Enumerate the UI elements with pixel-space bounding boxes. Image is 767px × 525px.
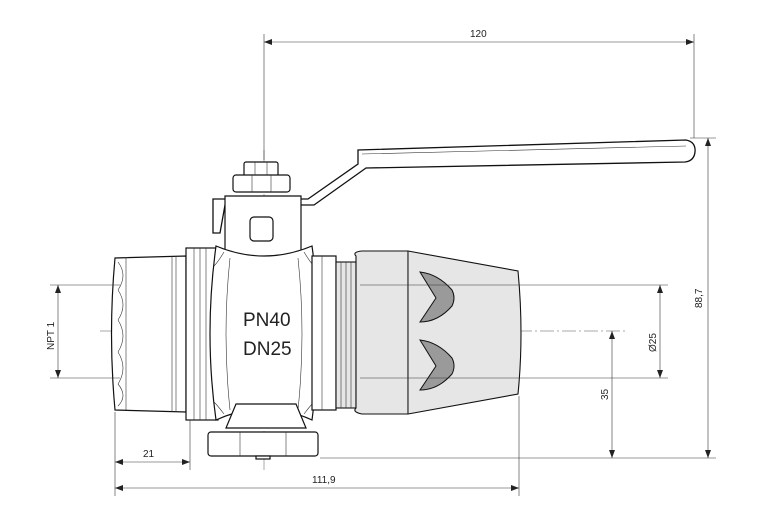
- dim-thread-length: [114, 412, 191, 496]
- nominal-diameter: DN25: [243, 339, 292, 360]
- label-pipe-diameter: Ø25: [648, 333, 659, 352]
- stem-housing: [224, 195, 302, 259]
- pressure-rating: PN40: [243, 310, 291, 331]
- dim-thread-size: [50, 284, 120, 379]
- lever-handle: [212, 139, 696, 234]
- dim-pipe-diameter: [360, 284, 668, 379]
- dim-overall-length: [115, 396, 520, 496]
- grip-arrow-lower: [419, 339, 455, 391]
- label-axis-height: 35: [600, 388, 611, 400]
- valve-body: [209, 245, 337, 421]
- stem-nut: [232, 161, 291, 193]
- bottom-cap: [207, 403, 319, 460]
- female-threaded-end: [110, 247, 219, 421]
- label-overall-length: 111,9: [312, 475, 336, 486]
- grip-arrow-upper: [419, 271, 455, 323]
- dim-handle-length: [263, 34, 695, 160]
- label-thread-size: NPT 1: [46, 321, 57, 350]
- label-thread-length: 21: [143, 449, 155, 460]
- label-handle-length: 120: [470, 29, 487, 40]
- dim-overall-height: [320, 137, 716, 459]
- label-overall-height: 88,7: [694, 288, 705, 308]
